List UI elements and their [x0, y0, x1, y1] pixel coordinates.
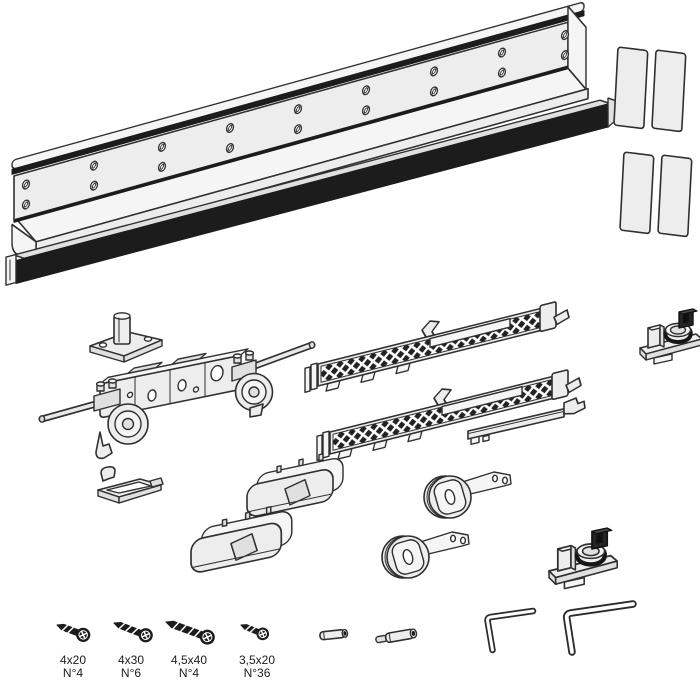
guide-post — [113, 315, 131, 345]
screw-size: 4x20 — [59, 653, 87, 667]
screw-size: 4,5x40 — [170, 653, 208, 667]
screw-4-5x40 — [165, 620, 215, 645]
carriage-trolley — [38, 341, 316, 460]
top-track-profile — [11, 2, 589, 256]
screw-size: 4x30 — [117, 653, 145, 667]
trigger-plate — [467, 397, 586, 446]
screw-4x20 — [56, 623, 91, 642]
screw-4x30 — [113, 621, 153, 643]
anti-derail-hook — [95, 431, 113, 460]
spacer-pads — [613, 46, 693, 238]
floor-guide — [89, 312, 163, 363]
spacer-pad — [613, 46, 649, 130]
screw-size: 3,5x20 — [238, 653, 276, 667]
hex-key-small — [484, 607, 537, 654]
screw-qty: N°6 — [120, 665, 142, 680]
screw-3-5x20 — [240, 624, 270, 641]
spacer-pad — [651, 49, 687, 133]
guide-roller — [381, 531, 470, 579]
screw-qty: N°4 — [178, 665, 200, 680]
screw-label-3: 4,5x40 N°4 — [154, 654, 224, 679]
soft-close-damper — [304, 285, 570, 398]
track-end-cap — [567, 5, 587, 90]
screw-label-4: 3,5x20 N°36 — [222, 654, 292, 679]
dowel-pin-small — [319, 628, 349, 641]
screw-label-1: 4x20 N°4 — [38, 654, 108, 679]
cover-cap — [190, 501, 293, 575]
spacer-pad — [657, 154, 693, 238]
spacer-pad — [619, 151, 655, 235]
guide-clip — [97, 466, 164, 504]
bottom-track-profile — [5, 97, 619, 286]
door-adjuster-bottom — [549, 528, 617, 589]
screw-qty: N°4 — [62, 665, 84, 680]
screw-qty: N°36 — [243, 665, 271, 680]
cover-cap — [246, 448, 344, 519]
fastener-labels: 4x20 N°4 4x30 N°6 4,5x40 N°4 3,5x20 N°36 — [0, 654, 700, 694]
hex-key-large — [562, 600, 637, 656]
rod-clamp-left — [93, 388, 121, 412]
guide-roller — [423, 471, 512, 519]
screw-label-2: 4x30 N°6 — [96, 654, 166, 679]
bottom-track-end-cap — [5, 253, 17, 286]
door-adjuster-top — [638, 307, 700, 366]
dowel-pin-large — [375, 628, 418, 644]
